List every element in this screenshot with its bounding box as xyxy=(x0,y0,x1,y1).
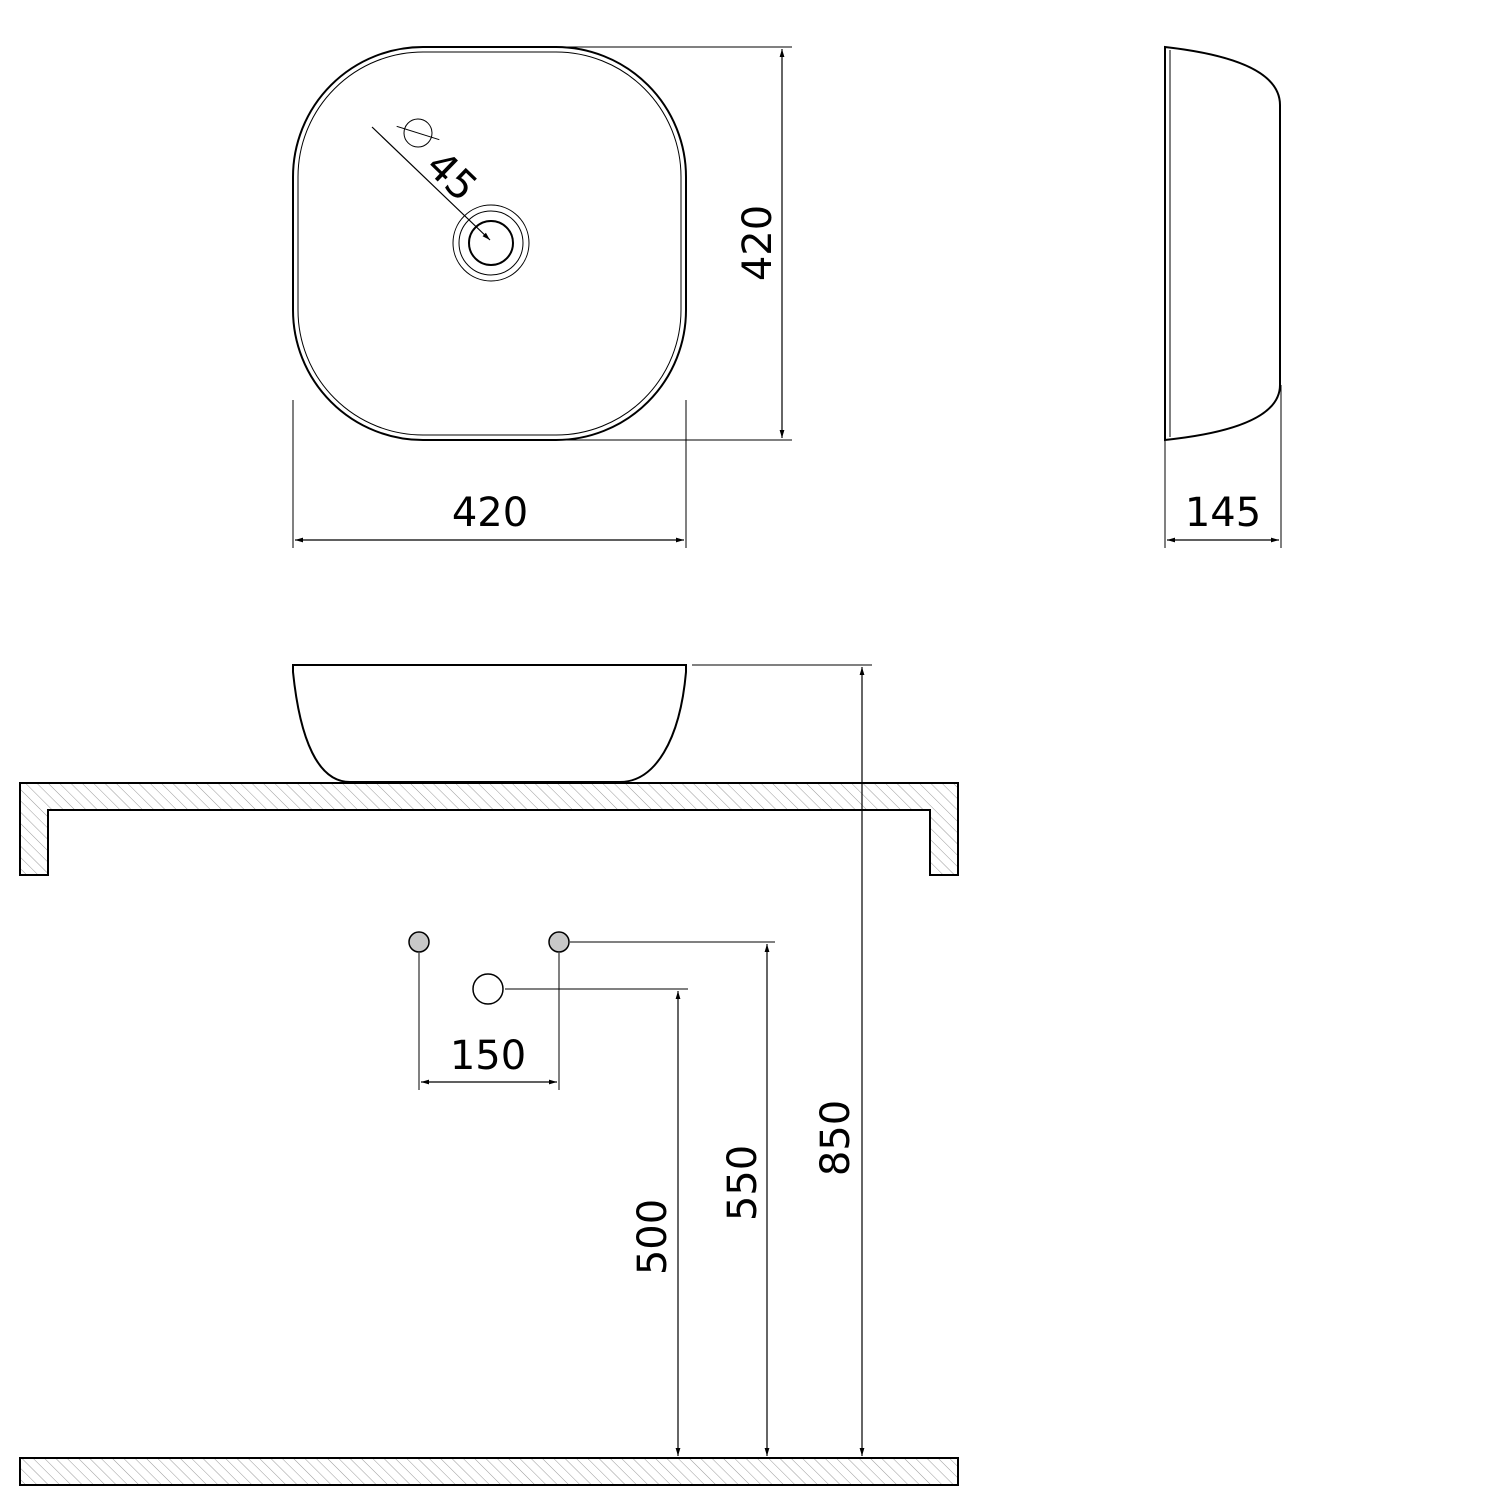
mounting-height-label: 850 xyxy=(813,1100,859,1176)
tap-height-label: 550 xyxy=(720,1145,766,1221)
installation-view: 850 550 500 150 xyxy=(19,664,959,1486)
depth-label: 420 xyxy=(735,205,781,281)
side-view: 145 xyxy=(1164,45,1282,548)
drain-diameter-leader xyxy=(371,126,491,241)
water-pipe-right-icon xyxy=(548,931,570,953)
basin-outline-side xyxy=(1164,45,1281,442)
tap-spacing-label: 150 xyxy=(450,1033,526,1079)
top-view: 45 420 420 xyxy=(292,46,792,548)
basin-inner-rim xyxy=(297,51,682,436)
diameter-symbol-icon xyxy=(396,118,440,148)
countertop xyxy=(19,782,959,876)
water-pipe-left-icon xyxy=(408,931,430,953)
width-label: 420 xyxy=(452,490,528,536)
drain-icon xyxy=(452,204,530,282)
basin-outline-front xyxy=(292,664,687,783)
basin-height-label: 145 xyxy=(1185,490,1261,536)
drain-pipe-icon xyxy=(472,973,504,1005)
drain-height-label: 500 xyxy=(630,1199,676,1275)
basin-outline-top xyxy=(292,46,687,441)
drain-diameter-label: 45 xyxy=(417,142,486,210)
floor xyxy=(19,1457,959,1486)
